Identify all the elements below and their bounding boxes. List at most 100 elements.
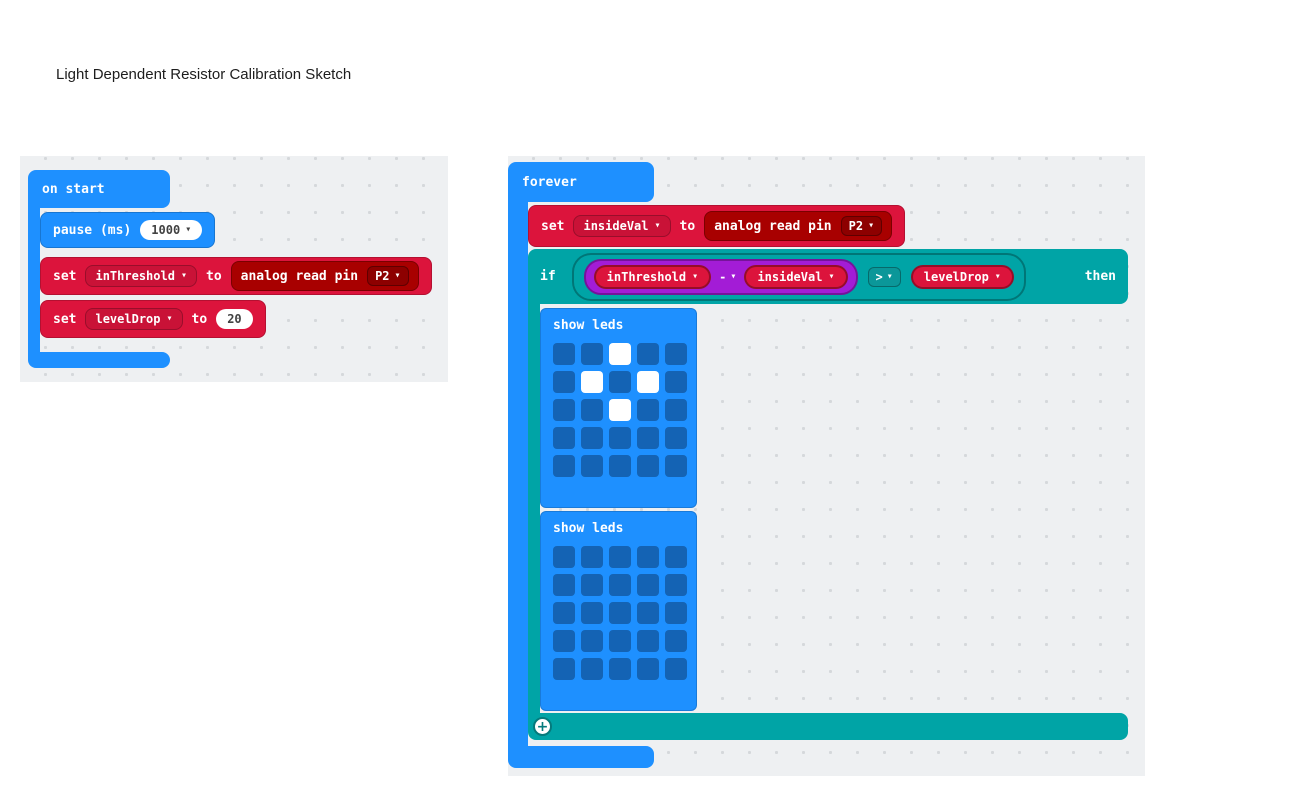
led-cell-off[interactable] <box>609 546 631 568</box>
led-cell-off[interactable] <box>581 546 603 568</box>
led-cell-off[interactable] <box>665 371 687 393</box>
led-cell-off[interactable] <box>665 455 687 477</box>
workspace-left[interactable]: on start pause (ms) 1000 ▾ set <box>20 156 448 382</box>
led-cell-off[interactable] <box>665 427 687 449</box>
led-cell-off[interactable] <box>637 602 659 624</box>
led-cell-off[interactable] <box>665 630 687 652</box>
forever-block[interactable]: forever set insideVal ▾ to analog read p… <box>508 162 1128 768</box>
led-cell-off[interactable] <box>553 602 575 624</box>
led-cell-off[interactable] <box>553 399 575 421</box>
led-cell-off[interactable] <box>637 427 659 449</box>
led-cell-off[interactable] <box>637 574 659 596</box>
on-start-left-strip[interactable] <box>28 208 40 352</box>
if-then-block[interactable]: if inThreshold ▾ - ▾ <box>528 249 1128 740</box>
led-cell-on[interactable] <box>609 343 631 365</box>
pin-name: P2 <box>375 269 390 283</box>
led-cell-off[interactable] <box>665 658 687 680</box>
dropdown-arrow-icon: ▾ <box>828 270 835 282</box>
led-cell-off[interactable] <box>581 427 603 449</box>
on-start-label: on start <box>42 181 105 197</box>
expand-plus-icon[interactable]: + <box>533 717 552 736</box>
set-leveldrop-block[interactable]: set levelDrop ▾ to 20 <box>40 300 266 338</box>
pin-dropdown[interactable]: P2 ▾ <box>840 216 883 236</box>
led-cell-off[interactable] <box>581 399 603 421</box>
math-operator-dropdown[interactable]: - ▾ <box>719 270 736 284</box>
analog-read-pin-block[interactable]: analog read pin P2 ▾ <box>704 211 893 241</box>
comparison-condition-block[interactable]: inThreshold ▾ - ▾ insideVal <box>571 252 1026 301</box>
pause-value-dropdown[interactable]: 1000 ▾ <box>140 220 203 240</box>
variable-dropdown-insideval[interactable]: insideVal ▾ <box>573 215 671 237</box>
show-leds-block-blank[interactable]: show leds <box>540 511 697 711</box>
led-cell-off[interactable] <box>665 546 687 568</box>
to-keyword: to <box>206 268 222 284</box>
if-left-strip[interactable] <box>528 304 540 713</box>
pause-block[interactable]: pause (ms) 1000 ▾ <box>40 212 216 248</box>
led-cell-off[interactable] <box>665 343 687 365</box>
set-insideval-block[interactable]: set insideVal ▾ to analog read pin P2 ▾ <box>528 205 906 247</box>
workspace-right[interactable]: forever set insideVal ▾ to analog read p… <box>508 156 1145 776</box>
variable-dropdown-leveldrop[interactable]: levelDrop ▾ <box>85 308 183 330</box>
pin-name: P2 <box>848 219 864 233</box>
forever-left-strip[interactable] <box>508 202 528 746</box>
show-leds-block-pattern[interactable]: show leds <box>540 308 697 508</box>
if-keyword: if <box>540 269 556 284</box>
led-cell-off[interactable] <box>637 455 659 477</box>
led-cell-off[interactable] <box>553 427 575 449</box>
led-cell-off[interactable] <box>609 455 631 477</box>
variable-reporter-insideval[interactable]: insideVal ▾ <box>744 264 848 289</box>
led-cell-off[interactable] <box>609 658 631 680</box>
led-cell-off[interactable] <box>581 602 603 624</box>
then-keyword: then <box>1084 269 1116 284</box>
analog-read-pin-block[interactable]: analog read pin P2 ▾ <box>230 261 419 291</box>
led-cell-off[interactable] <box>609 574 631 596</box>
on-start-block[interactable]: on start pause (ms) 1000 ▾ set <box>28 170 432 368</box>
led-cell-off[interactable] <box>665 602 687 624</box>
led-cell-off[interactable] <box>665 574 687 596</box>
led-cell-on[interactable] <box>637 371 659 393</box>
led-cell-off[interactable] <box>581 658 603 680</box>
led-cell-off[interactable] <box>609 602 631 624</box>
led-cell-off[interactable] <box>637 399 659 421</box>
on-start-header[interactable]: on start <box>28 170 170 208</box>
led-cell-off[interactable] <box>665 399 687 421</box>
led-cell-off[interactable] <box>553 630 575 652</box>
led-cell-off[interactable] <box>609 630 631 652</box>
variable-dropdown-inthreshold[interactable]: inThreshold ▾ <box>85 265 197 287</box>
led-cell-off[interactable] <box>581 343 603 365</box>
variable-reporter-inthreshold[interactable]: inThreshold ▾ <box>593 264 712 289</box>
to-keyword: to <box>679 218 696 234</box>
led-cell-off[interactable] <box>581 630 603 652</box>
dropdown-arrow-icon: ▾ <box>994 270 1001 282</box>
led-cell-off[interactable] <box>637 546 659 568</box>
dropdown-arrow-icon: ▾ <box>185 224 192 235</box>
led-cell-off[interactable] <box>553 574 575 596</box>
led-cell-off[interactable] <box>553 371 575 393</box>
if-footer[interactable]: + <box>528 713 1128 740</box>
led-cell-off[interactable] <box>637 658 659 680</box>
led-cell-off[interactable] <box>553 455 575 477</box>
number-value-pill[interactable]: 20 <box>216 309 253 329</box>
led-cell-off[interactable] <box>581 574 603 596</box>
led-cell-off[interactable] <box>637 343 659 365</box>
led-cell-on[interactable] <box>581 371 603 393</box>
variable-reporter-leveldrop[interactable]: levelDrop ▾ <box>910 264 1014 289</box>
if-header[interactable]: if inThreshold ▾ - ▾ <box>528 249 1128 304</box>
comparator-dropdown[interactable]: > ▾ <box>867 266 901 287</box>
led-cell-on[interactable] <box>609 399 631 421</box>
forever-footer[interactable] <box>508 746 654 768</box>
led-cell-off[interactable] <box>637 630 659 652</box>
led-cell-off[interactable] <box>581 455 603 477</box>
forever-header[interactable]: forever <box>508 162 654 202</box>
on-start-footer[interactable] <box>28 352 170 368</box>
on-start-body: pause (ms) 1000 ▾ set inThreshold ▾ to <box>28 208 432 352</box>
subtraction-block[interactable]: inThreshold ▾ - ▾ insideVal <box>583 258 858 295</box>
to-keyword: to <box>191 311 208 327</box>
led-cell-off[interactable] <box>609 427 631 449</box>
led-cell-off[interactable] <box>553 658 575 680</box>
variable-name: insideVal <box>583 219 649 233</box>
led-cell-off[interactable] <box>553 343 575 365</box>
set-inthreshold-block[interactable]: set inThreshold ▾ to analog read pin P2 … <box>40 257 432 295</box>
led-cell-off[interactable] <box>553 546 575 568</box>
pin-dropdown[interactable]: P2 ▾ <box>367 266 409 286</box>
led-cell-off[interactable] <box>609 371 631 393</box>
